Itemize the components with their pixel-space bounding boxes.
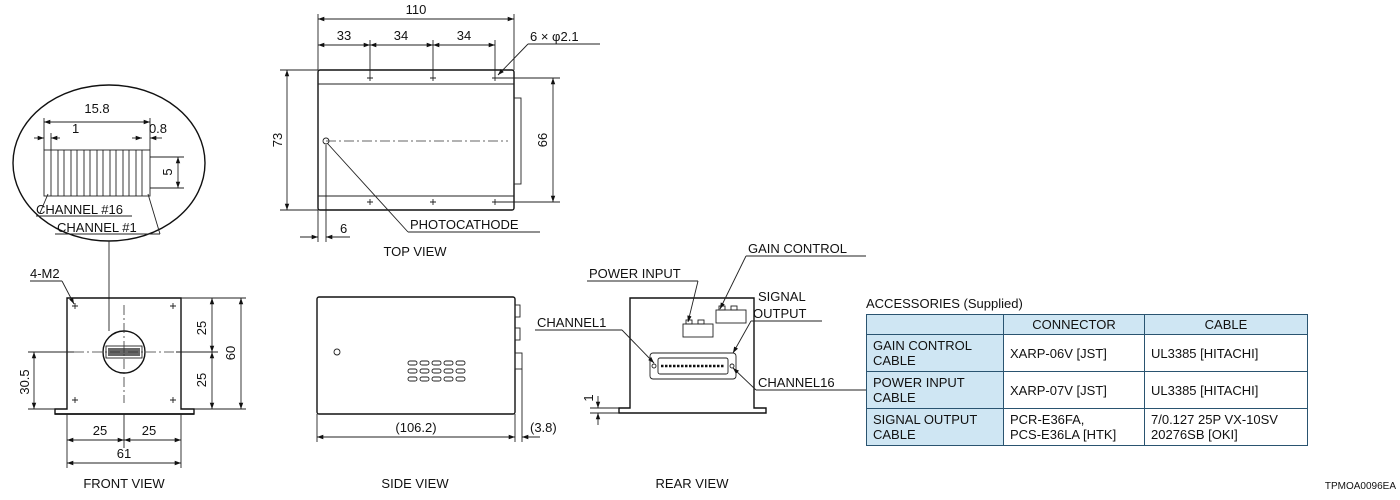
rear-view-title: REAR VIEW bbox=[656, 476, 730, 491]
power-input-connector bbox=[682, 319, 714, 338]
side-view: (106.2) (3.8) SIDE VIEW bbox=[316, 296, 557, 491]
row-connector: XARP-07V [JST] bbox=[1003, 371, 1145, 409]
dim-top-depth: 73 bbox=[270, 133, 285, 147]
signal-output-connector bbox=[649, 352, 737, 380]
label-channel-16: CHANNEL #16 bbox=[36, 202, 123, 217]
accessories-table-block: ACCESSORIES (Supplied) CONNECTOR CABLE G… bbox=[866, 296, 1308, 446]
side-view-body bbox=[316, 296, 516, 415]
dim-front-left-half: 25 bbox=[93, 423, 107, 438]
dim-hole-pitch-3: 34 bbox=[457, 28, 471, 43]
top-holes bbox=[367, 75, 498, 205]
front-view: 4-M2 25 25 60 30.5 25 25 61 FRONT VIEW bbox=[17, 266, 246, 491]
dim-channel-pitch: 1 bbox=[72, 121, 79, 136]
gain-control-connector bbox=[715, 305, 747, 324]
drawing-code: TPMOA0096EA bbox=[1325, 481, 1396, 492]
header-connector: CONNECTOR bbox=[1003, 314, 1145, 335]
label-photocathode: PHOTOCATHODE bbox=[410, 217, 519, 232]
dim-front-lower: 25 bbox=[194, 373, 209, 387]
dim-side-length: (106.2) bbox=[395, 420, 436, 435]
side-vent-slots bbox=[407, 360, 466, 382]
row-cable: UL3385 [HITACHI] bbox=[1144, 334, 1308, 372]
row-cable: UL3385 [HITACHI] bbox=[1144, 371, 1308, 409]
photocathode-marker bbox=[322, 137, 330, 145]
dim-front-width: 61 bbox=[117, 446, 131, 461]
side-view-connector bbox=[514, 352, 523, 370]
dim-side-connector: (3.8) bbox=[530, 420, 557, 435]
rear-view: GAIN CONTROL POWER INPUT SIGNAL OUTPUT C… bbox=[535, 241, 866, 491]
side-view-title: SIDE VIEW bbox=[381, 476, 449, 491]
dim-front-right-half: 25 bbox=[142, 423, 156, 438]
label-channel1: CHANNEL1 bbox=[537, 315, 606, 330]
dim-rear-flange: 1 bbox=[581, 394, 596, 401]
dim-hole-pitch-1: 33 bbox=[337, 28, 351, 43]
accessories-caption: ACCESSORIES (Supplied) bbox=[866, 296, 1023, 311]
label-channel-1: CHANNEL #1 bbox=[57, 220, 137, 235]
row-connector: PCR-E36FA,PCS-E36LA [HTK] bbox=[1003, 408, 1145, 446]
dim-front-upper: 25 bbox=[194, 321, 209, 335]
top-view-title: TOP VIEW bbox=[383, 244, 447, 259]
top-view: 110 33 34 34 6 × φ2.1 73 66 PHOTOCATHODE bbox=[270, 2, 600, 259]
front-view-title: FRONT VIEW bbox=[83, 476, 165, 491]
dim-channel-height: 5 bbox=[160, 168, 175, 175]
header-cable: CABLE bbox=[1144, 314, 1308, 335]
table-header-row: CONNECTOR CABLE bbox=[866, 314, 1308, 335]
front-mount-holes bbox=[72, 303, 176, 403]
dim-top-width: 110 bbox=[406, 2, 427, 17]
rear-view-body bbox=[618, 297, 767, 414]
row-connector: XARP-06V [JST] bbox=[1003, 334, 1145, 372]
top-view-body bbox=[317, 69, 515, 211]
dim-hole-span: 66 bbox=[535, 133, 550, 147]
dim-hole-pitch-2: 34 bbox=[394, 28, 408, 43]
label-power-input: POWER INPUT bbox=[589, 266, 681, 281]
label-mount-thread: 4-M2 bbox=[30, 266, 60, 281]
dim-window-width: 15.8 bbox=[84, 101, 109, 116]
label-signal-output-1: SIGNAL bbox=[758, 289, 806, 304]
top-view-connector bbox=[513, 97, 522, 185]
channel-array-detail bbox=[43, 149, 151, 197]
channel-detail-view: 15.8 1 0.8 5 CHANNEL #16 CHANNEL #1 bbox=[12, 84, 206, 331]
header-item bbox=[866, 314, 1004, 335]
label-gain-control: GAIN CONTROL bbox=[748, 241, 847, 256]
label-channel16: CHANNEL16 bbox=[758, 375, 835, 390]
label-holes: 6 × φ2.1 bbox=[530, 29, 579, 44]
dim-photocathode-offset: 6 bbox=[340, 221, 347, 236]
dim-front-height: 60 bbox=[223, 346, 238, 360]
label-signal-output-2: OUTPUT bbox=[753, 306, 807, 321]
dim-front-center-height: 30.5 bbox=[17, 369, 32, 394]
dim-channel-gap: 0.8 bbox=[149, 121, 167, 136]
